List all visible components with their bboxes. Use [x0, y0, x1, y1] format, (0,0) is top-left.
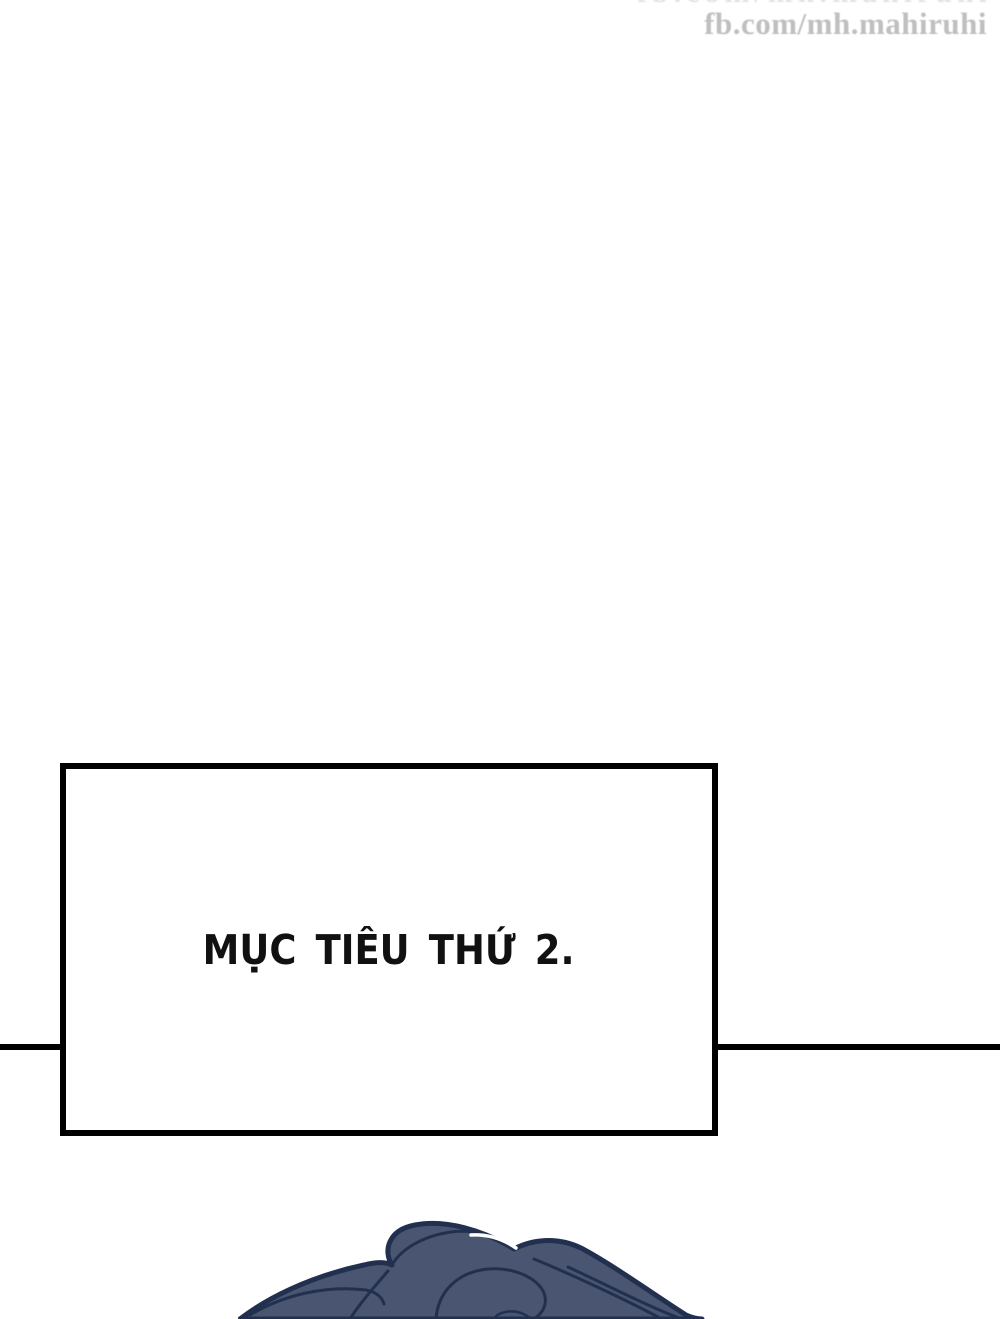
- cowlick-highlight: [469, 1233, 518, 1250]
- character-hair-illustration: [238, 1220, 705, 1319]
- caption-panel: MỤC TIÊU THỨ 2.: [60, 763, 718, 1136]
- hair-strand-left: [248, 1287, 386, 1317]
- hair-strand-left-notch: [348, 1269, 390, 1319]
- caption-text: MỤC TIÊU THỨ 2.: [203, 925, 575, 974]
- hair-strand-center-swirl: [434, 1267, 547, 1319]
- hair-strand-right-1: [532, 1257, 660, 1319]
- clipped-watermark: fb.com/mh.mahiruhi: [562, 0, 992, 9]
- facebook-watermark: fb.com/mh.mahiruhi: [704, 6, 987, 41]
- hair-strand-right-2: [566, 1265, 684, 1319]
- hair-strand-bottom-small: [494, 1310, 532, 1319]
- clipped-watermark-text: fb.com/mh.mahiruhi: [562, 0, 992, 9]
